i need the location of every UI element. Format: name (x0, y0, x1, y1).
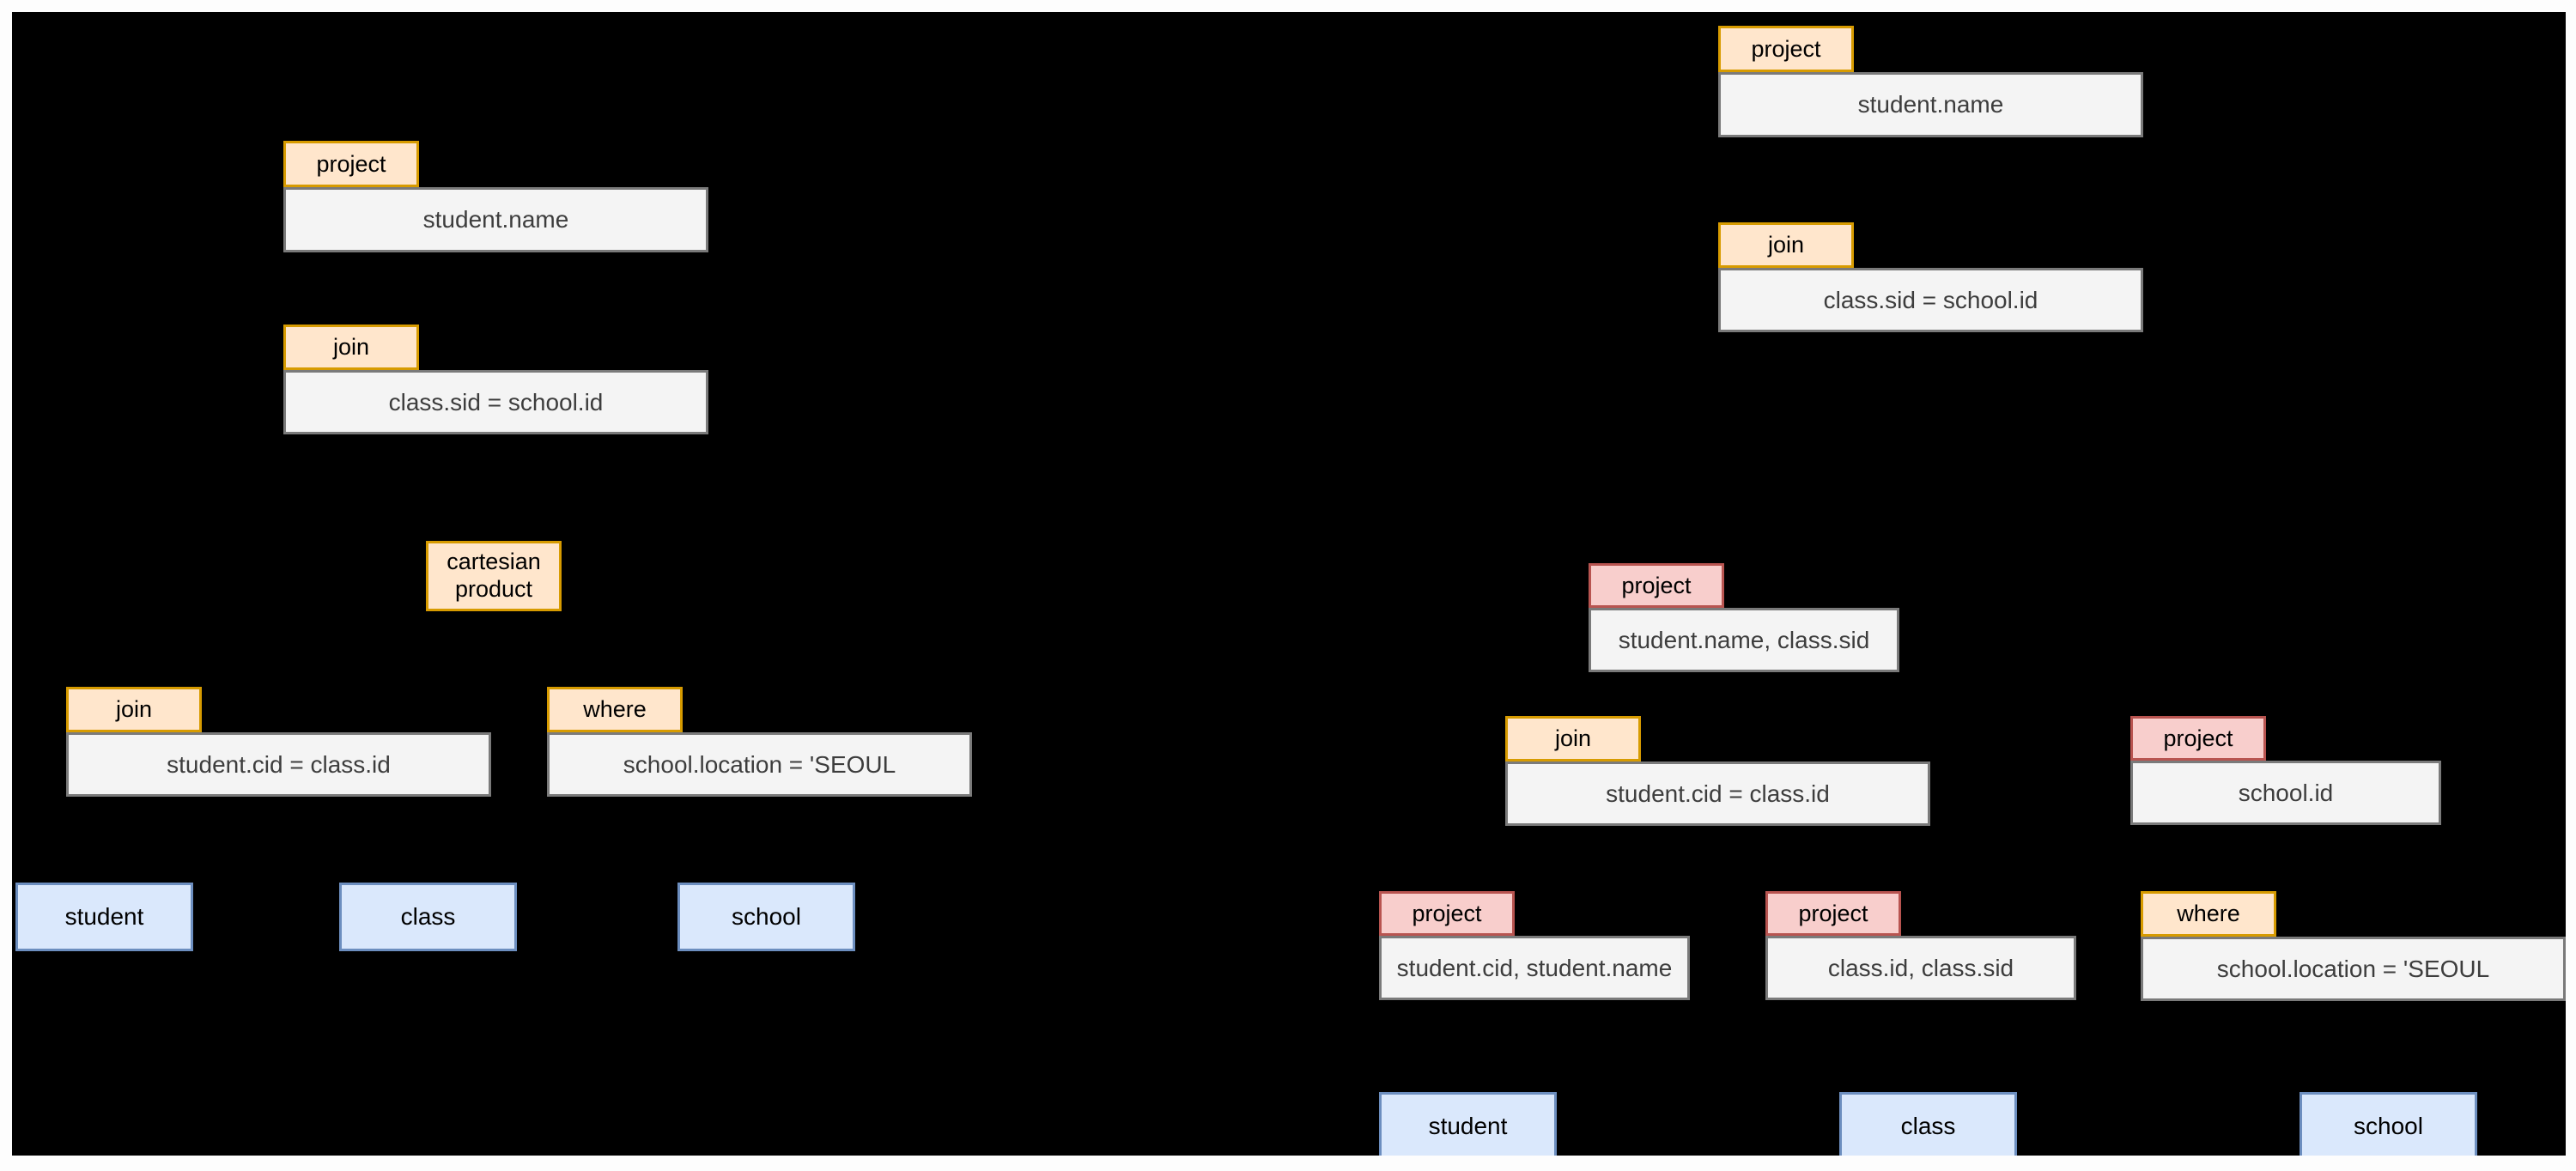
relation-class[interactable]: class (1839, 1092, 2017, 1156)
node-left-join-class[interactable]: join student.cid = class.id (66, 687, 491, 797)
node-body[interactable]: student.cid = class.id (1505, 761, 1930, 826)
node-body[interactable]: student.name (1718, 72, 2143, 137)
node-tab-project[interactable]: project (2130, 716, 2266, 761)
node-body[interactable]: school.location = 'SEOUL (2141, 937, 2566, 1001)
node-tab-join[interactable]: join (1718, 222, 1854, 268)
node-body[interactable]: class.sid = school.id (283, 370, 708, 434)
node-right-where-seoul[interactable]: where school.location = 'SEOUL (2141, 891, 2566, 1001)
node-tab-project[interactable]: project (1718, 26, 1854, 72)
node-body[interactable]: student.name (283, 187, 708, 252)
relation-student[interactable]: student (15, 883, 193, 951)
node-tab-project[interactable]: project (1379, 891, 1515, 936)
node-tab-where[interactable]: where (547, 687, 683, 732)
node-tab-project[interactable]: project (1589, 563, 1724, 608)
node-tab-project[interactable]: project (283, 141, 419, 187)
node-body[interactable]: school.location = 'SEOUL (547, 732, 972, 797)
node-left-join-school[interactable]: join class.sid = school.id (283, 325, 708, 434)
node-right-project-class-cols[interactable]: project class.id, class.sid (1765, 891, 2076, 1000)
diagram-canvas[interactable]: project student.name join class.sid = sc… (12, 12, 2566, 1156)
node-left-where-seoul[interactable]: where school.location = 'SEOUL (547, 687, 972, 797)
node-tab-where[interactable]: where (2141, 891, 2276, 937)
relation-school[interactable]: school (677, 883, 855, 951)
node-right-project-name-sid[interactable]: project student.name, class.sid (1589, 563, 1899, 672)
node-body[interactable]: student.cid, student.name (1379, 936, 1690, 1000)
node-tab-project[interactable]: project (1765, 891, 1901, 936)
node-tab-cartesian-product[interactable]: cartesian product (426, 541, 562, 611)
node-right-project-student-name[interactable]: project student.name (1718, 26, 2143, 137)
node-right-join-school[interactable]: join class.sid = school.id (1718, 222, 2143, 332)
node-left-project-student-name[interactable]: project student.name (283, 141, 708, 252)
relation-class[interactable]: class (339, 883, 517, 951)
node-tab-join[interactable]: join (66, 687, 202, 732)
node-left-cartesian-product[interactable]: cartesian product (426, 541, 562, 611)
relation-student[interactable]: student (1379, 1092, 1557, 1156)
node-tab-join[interactable]: join (1505, 716, 1641, 761)
node-body[interactable]: student.name, class.sid (1589, 608, 1899, 672)
node-right-project-student-cols[interactable]: project student.cid, student.name (1379, 891, 1690, 1000)
node-body[interactable]: student.cid = class.id (66, 732, 491, 797)
node-tab-join[interactable]: join (283, 325, 419, 370)
node-right-project-school-id[interactable]: project school.id (2130, 716, 2441, 825)
node-body[interactable]: class.sid = school.id (1718, 268, 2143, 332)
node-right-join-class[interactable]: join student.cid = class.id (1505, 716, 1930, 826)
node-body[interactable]: class.id, class.sid (1765, 936, 2076, 1000)
node-body[interactable]: school.id (2130, 761, 2441, 825)
relation-school[interactable]: school (2300, 1092, 2477, 1156)
